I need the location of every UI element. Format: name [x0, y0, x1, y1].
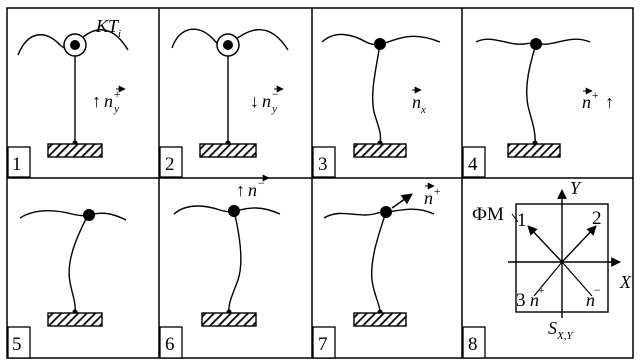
- fm-pointer: [511, 213, 519, 223]
- wavy-chain: [19, 210, 127, 221]
- anchor-base: [199, 143, 257, 158]
- panel-number: 3: [318, 154, 328, 175]
- stem: [526, 43, 537, 144]
- node-dot: [83, 209, 95, 221]
- node-dot: [380, 206, 392, 218]
- anchor-base: [353, 143, 407, 158]
- stem: [228, 210, 242, 313]
- corner-1: 1: [517, 210, 527, 231]
- panel-grid: [6, 7, 634, 359]
- node-dot: [530, 38, 542, 50]
- number-box: 3: [312, 146, 336, 178]
- panel-number: 4: [468, 154, 478, 175]
- panel-6: 6 ↑n−: [159, 174, 281, 359]
- number-box: 4: [462, 146, 486, 178]
- s-xy-label: SX,Y: [548, 318, 574, 342]
- anchor-base: [201, 312, 257, 327]
- panel-number: 5: [12, 334, 22, 355]
- panel-1: 1 KTi ↑n+y: [7, 16, 129, 178]
- mode-label: nx: [412, 92, 426, 116]
- mode-label: n+↑: [582, 88, 614, 112]
- stem: [370, 211, 387, 313]
- panel-7: 7 n+: [312, 182, 441, 359]
- number-box: 7: [312, 326, 336, 359]
- panel-5: 5: [7, 209, 127, 359]
- number-box: 6: [159, 326, 183, 359]
- stem: [371, 43, 382, 144]
- number-box: 2: [159, 146, 183, 178]
- marker-dot: [223, 40, 233, 50]
- mode-label: ↑n+y: [92, 87, 121, 115]
- mode-label: ↑n−: [236, 176, 265, 200]
- panel-4: 4 n+↑: [462, 38, 614, 178]
- mode-label: ↓n−y: [250, 87, 279, 115]
- anchor-base: [353, 312, 407, 327]
- n-plus-label: n+: [530, 283, 545, 310]
- panel-number: 8: [468, 334, 478, 355]
- corner-3: 3: [516, 290, 526, 311]
- panel-number: 1: [12, 154, 22, 175]
- y-axis-label: Y: [570, 178, 582, 198]
- panel-2: 2 ↓n−y: [159, 28, 289, 178]
- kt-label: KTi: [95, 16, 121, 40]
- panel-number: 2: [165, 154, 175, 175]
- fm-label: ФМ: [472, 204, 504, 225]
- node-dot: [374, 38, 386, 50]
- panel-number: 7: [318, 334, 328, 355]
- wavy-chain: [323, 208, 435, 219]
- n-plus-arrow: [391, 193, 413, 209]
- mode-label: n+: [424, 184, 441, 208]
- anchor-base: [507, 143, 561, 158]
- marker-dot: [70, 40, 80, 50]
- corner-2: 2: [592, 208, 602, 229]
- number-box: 5: [7, 326, 31, 359]
- number-box: 8: [462, 326, 486, 359]
- n-minus-label: n−: [586, 283, 601, 310]
- panel-3: 3 nx: [312, 33, 441, 178]
- x-axis-label: X: [619, 272, 632, 292]
- panel-number: 6: [165, 334, 175, 355]
- anchor-base: [47, 312, 103, 327]
- wavy-chain: [173, 205, 281, 215]
- node-dot: [228, 205, 240, 217]
- anchor-base: [47, 143, 103, 158]
- stem: [68, 214, 89, 313]
- number-box: 1: [7, 146, 31, 178]
- panel-8: ФМ Y X 1 2 3 n+ n− SX,Y 8: [462, 178, 632, 359]
